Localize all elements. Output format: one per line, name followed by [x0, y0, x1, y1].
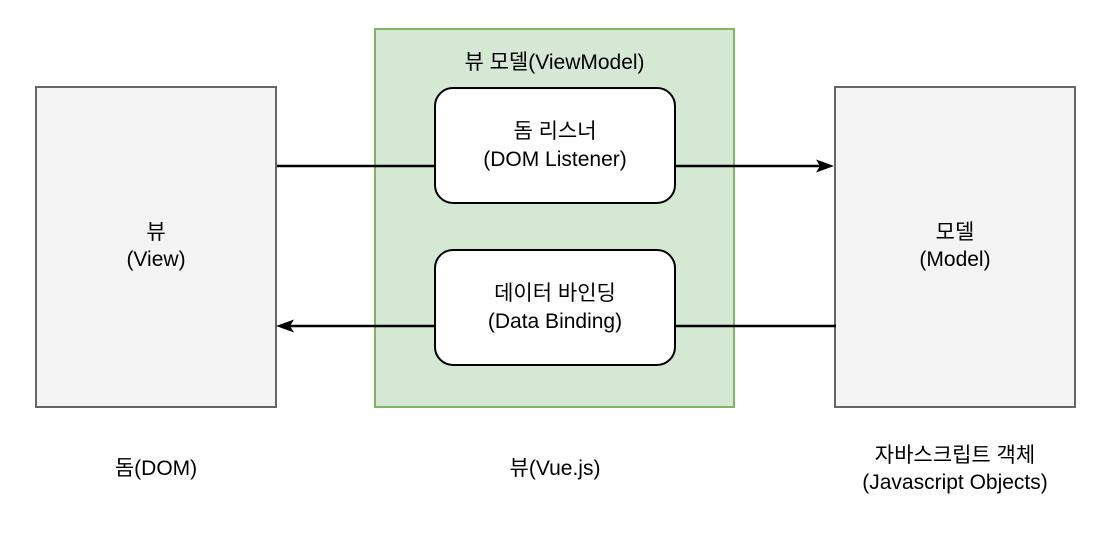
dom-listener-box: 돔 리스너 (DOM Listener)	[434, 87, 676, 204]
model-box-label-ko: 모델	[935, 221, 975, 245]
caption-javascript-objects: 자바스크립트 객체 (Javascript Objects)	[814, 442, 1096, 497]
model-box-text: 모델 (Model)	[919, 220, 990, 274]
caption-dom-line1: 돔(DOM)	[114, 457, 198, 480]
view-box: 뷰 (View)	[35, 86, 277, 408]
data-binding-box: 데이터 바인딩 (Data Binding)	[434, 249, 676, 366]
caption-javascript-objects-line1: 자바스크립트 객체	[874, 444, 1036, 467]
data-binding-label-en: (Data Binding)	[487, 309, 623, 333]
view-box-label-ko: 뷰	[146, 221, 166, 245]
connector-model-to-data-binding	[674, 316, 836, 336]
arrowhead-right-icon	[816, 159, 834, 173]
caption-dom: 돔(DOM)	[35, 455, 277, 482]
caption-vuejs-line1: 뷰(Vue.js)	[509, 457, 601, 480]
connector-data-binding-to-view	[275, 316, 436, 336]
dom-listener-label-ko: 돔 리스너	[513, 120, 597, 144]
caption-vuejs: 뷰(Vue.js)	[434, 455, 676, 482]
arrowhead-left-icon	[276, 319, 294, 333]
view-box-text: 뷰 (View)	[126, 220, 185, 274]
connector-view-to-dom-listener	[277, 156, 436, 176]
model-box: 모델 (Model)	[834, 86, 1076, 408]
data-binding-text: 데이터 바인딩 (Data Binding)	[488, 280, 622, 335]
dom-listener-text: 돔 리스너 (DOM Listener)	[483, 118, 627, 173]
viewmodel-title: 뷰 모델(ViewModel)	[464, 51, 645, 74]
connector-dom-listener-to-model	[674, 156, 836, 176]
caption-javascript-objects-line2: (Javascript Objects)	[862, 471, 1048, 495]
data-binding-label-ko: 데이터 바인딩	[494, 282, 616, 306]
model-box-label-en: (Model)	[919, 248, 991, 271]
view-box-label-en: (View)	[126, 248, 186, 271]
dom-listener-label-en: (DOM Listener)	[483, 147, 627, 171]
